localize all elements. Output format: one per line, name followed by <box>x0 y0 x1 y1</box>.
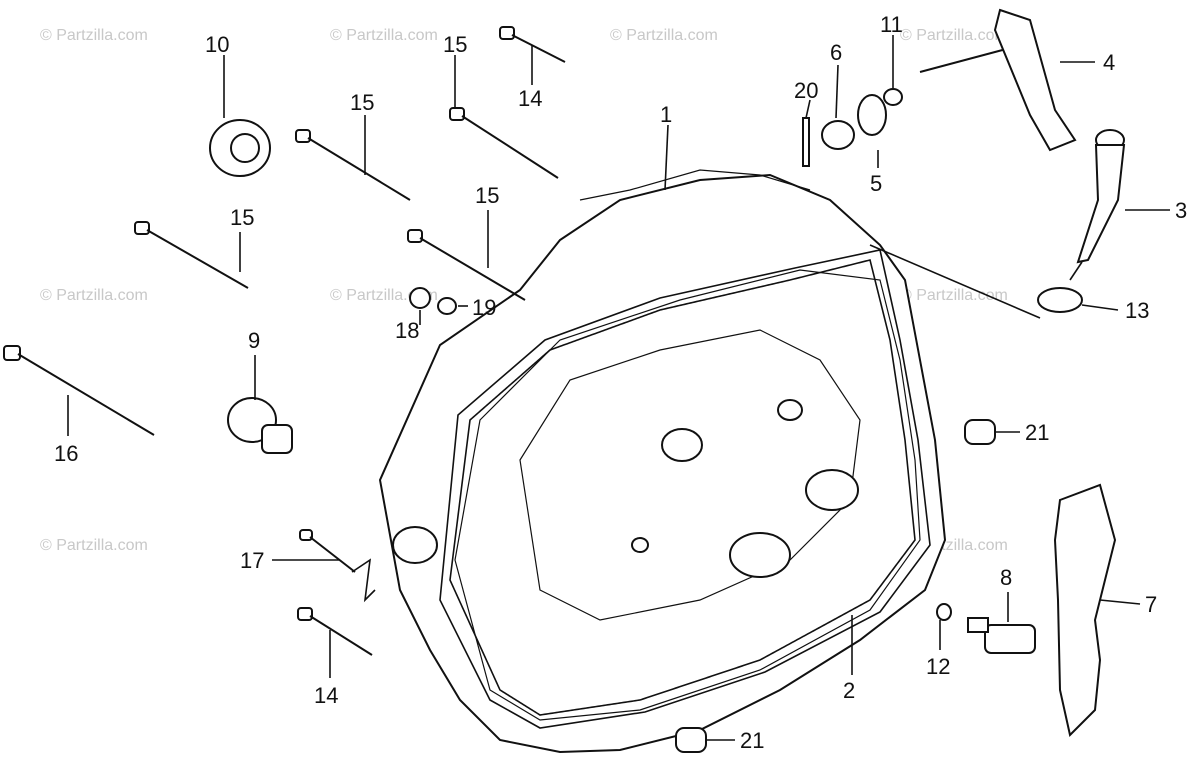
callout-label: 8 <box>1000 565 1012 590</box>
callout-label: 14 <box>314 683 338 708</box>
bolt[interactable] <box>3 345 155 436</box>
side-cover-plate[interactable] <box>1053 483 1117 737</box>
bolt[interactable] <box>295 129 411 201</box>
watermark: © Partzilla.com <box>900 287 1008 304</box>
callout-label: 13 <box>1125 298 1149 323</box>
washer[interactable] <box>437 297 457 315</box>
crankcase-cover[interactable] <box>378 169 947 754</box>
callout-label: 10 <box>205 32 229 57</box>
watermark: © Partzilla.com <box>40 537 148 554</box>
bolt[interactable] <box>297 607 373 656</box>
callout-label: 15 <box>475 183 499 208</box>
watermark: © Partzilla.com <box>40 27 148 44</box>
neutral-switch[interactable] <box>967 617 1036 654</box>
callout-label: 5 <box>870 171 882 196</box>
watermark: © Partzilla.com <box>40 287 148 304</box>
callout-labels: 10 15 14 15 15 15 18 19 9 16 17 14 1 6 2… <box>54 12 1187 753</box>
dowel-pin[interactable] <box>675 727 707 753</box>
watermark: © Partzilla.com <box>330 27 438 44</box>
watermark: © Partzilla.com <box>610 27 718 44</box>
oil-seal[interactable] <box>209 119 271 177</box>
callout-label: 18 <box>395 318 419 343</box>
spring-assembly[interactable] <box>802 88 903 167</box>
callout-label: 15 <box>350 90 374 115</box>
callout-label: 9 <box>248 328 260 353</box>
callout-label: 15 <box>230 205 254 230</box>
callout-label: 17 <box>240 548 264 573</box>
callout-label: 12 <box>926 654 950 679</box>
washer[interactable] <box>936 603 952 621</box>
oil-dipstick[interactable] <box>1069 129 1126 281</box>
callout-label: 21 <box>1025 420 1049 445</box>
callout-label: 2 <box>843 678 855 703</box>
callout-label: 21 <box>740 728 764 753</box>
bolt[interactable] <box>134 221 249 289</box>
bolt[interactable] <box>407 229 526 301</box>
callout-label: 3 <box>1175 198 1187 223</box>
drain-plug[interactable] <box>227 397 293 454</box>
nut[interactable] <box>409 287 431 309</box>
callout-label: 6 <box>830 40 842 65</box>
o-ring[interactable] <box>1037 287 1083 313</box>
callout-label: 14 <box>518 86 542 111</box>
callout-label: 15 <box>443 32 467 57</box>
callout-label: 19 <box>472 295 496 320</box>
kick-lever[interactable] <box>919 8 1077 152</box>
watermark: © Partzilla.com <box>900 27 1008 44</box>
callout-label: 11 <box>880 12 903 37</box>
callout-label: 7 <box>1145 592 1157 617</box>
bolt[interactable] <box>299 529 356 573</box>
callout-label: 4 <box>1103 50 1115 75</box>
callout-label: 20 <box>794 78 818 103</box>
callout-label: 1 <box>660 102 672 127</box>
bolt[interactable] <box>499 26 566 63</box>
crankcase-cover-gasket[interactable] <box>439 249 931 729</box>
bolt[interactable] <box>449 107 559 179</box>
leader-lines <box>67 35 1170 741</box>
dowel-pin[interactable] <box>964 419 996 445</box>
callout-label: 16 <box>54 441 78 466</box>
